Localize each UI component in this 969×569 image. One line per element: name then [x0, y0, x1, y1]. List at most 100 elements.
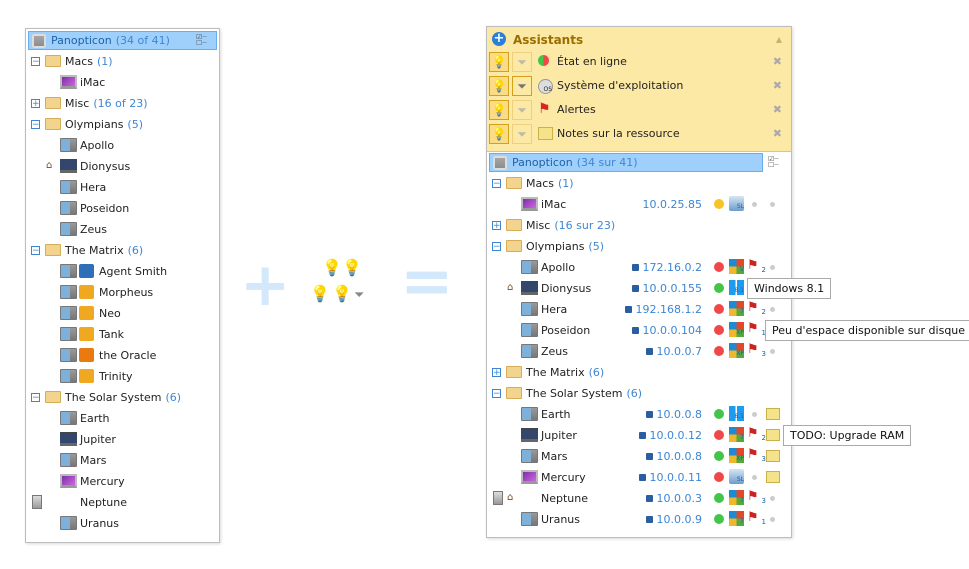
group-node[interactable]: −Olympians(5) — [26, 114, 216, 135]
group-node[interactable]: −Macs(1) — [487, 173, 787, 194]
checklist-icon[interactable]: ☑┈☐┈ — [196, 33, 207, 47]
status-dot[interactable] — [714, 304, 724, 314]
windows-icon[interactable]: 7 — [729, 301, 744, 316]
group-node[interactable]: +The Matrix(6) — [487, 362, 787, 383]
collapse-icon[interactable]: − — [492, 242, 501, 252]
host-node[interactable]: Uranus — [26, 513, 216, 534]
host-node[interactable]: Mercury — [26, 471, 216, 492]
collapse-icon[interactable]: − — [31, 57, 40, 67]
checklist-icon[interactable]: ☑┈☐┈ — [768, 155, 779, 169]
status-dot[interactable] — [714, 346, 724, 356]
group-node[interactable]: −Macs(1) — [26, 51, 216, 72]
windows-icon[interactable]: XP — [729, 322, 744, 337]
host-node[interactable]: Apollo — [26, 135, 216, 156]
remove-assistant-icon[interactable]: ✖ — [772, 103, 782, 116]
alert-flag-icon[interactable]: ⚑3 — [747, 343, 766, 359]
remove-assistant-icon[interactable]: ✖ — [772, 55, 782, 68]
group-node[interactable]: −Olympians(5) — [487, 236, 787, 257]
status-dot[interactable] — [714, 262, 724, 272]
windows-icon[interactable]: 7 — [729, 490, 744, 505]
alert-flag-icon[interactable]: ⚑1 — [747, 322, 766, 338]
filter-toggle-icon[interactable]: ⏷ — [512, 124, 532, 144]
host-node[interactable]: Trinity — [26, 366, 216, 387]
windows-icon[interactable]: 7 — [729, 427, 744, 442]
collapse-icon[interactable]: − — [492, 179, 501, 189]
windows-icon[interactable]: 8.1 — [729, 280, 744, 295]
alert-flag-icon[interactable]: ⚑2 — [747, 301, 766, 317]
alert-flag-icon[interactable]: ⚑3 — [747, 490, 766, 506]
host-node[interactable]: Hera — [26, 177, 216, 198]
lightbulb-toggle-icon[interactable]: 💡 — [489, 100, 509, 120]
alert-flag-icon[interactable]: ⚑1 — [747, 511, 766, 527]
host-node[interactable]: Neptune — [26, 492, 216, 513]
status-dot[interactable] — [714, 493, 724, 503]
windows-icon[interactable]: V — [729, 259, 744, 274]
status-dot[interactable] — [714, 472, 724, 482]
host-node[interactable]: Zeus — [26, 219, 216, 240]
collapse-icon[interactable]: − — [31, 120, 40, 130]
host-node[interactable]: Earth — [26, 408, 216, 429]
windows-icon[interactable]: 7 — [729, 511, 744, 526]
host-node[interactable]: Poseidon — [26, 198, 216, 219]
group-node[interactable]: +Misc(16 of 23) — [26, 93, 216, 114]
expand-icon[interactable]: + — [492, 368, 501, 378]
alert-flag-icon[interactable]: ⚑3 — [747, 448, 766, 464]
host-node[interactable]: Jupiter — [26, 429, 216, 450]
note-icon[interactable] — [766, 429, 780, 441]
alert-flag-icon[interactable]: ⚑2 — [747, 427, 766, 443]
group-node[interactable]: +Misc(16 sur 23) — [487, 215, 787, 236]
filter-toggle-icon[interactable]: ⏷ — [512, 76, 532, 96]
status-dot[interactable] — [714, 325, 724, 335]
filter-toggle-icon[interactable]: ⏷ — [512, 100, 532, 120]
status-dot[interactable] — [714, 409, 724, 419]
collapse-icon[interactable]: ▲ — [775, 35, 782, 44]
host-node[interactable]: Tank — [26, 324, 216, 345]
host-node[interactable]: Neo — [26, 303, 216, 324]
expand-icon[interactable]: + — [492, 221, 501, 231]
note-icon[interactable] — [766, 471, 780, 483]
host-node[interactable]: Morpheus — [26, 282, 216, 303]
host-node[interactable]: Agent Smith — [26, 261, 216, 282]
group-node[interactable]: −The Solar System(6) — [487, 383, 787, 404]
host-node[interactable]: ⌂Dionysus — [26, 156, 216, 177]
status-dot[interactable] — [714, 430, 724, 440]
add-assistant-icon[interactable]: + — [492, 31, 506, 46]
expand-icon[interactable]: + — [31, 99, 40, 109]
host-node[interactable]: the Oracle — [26, 345, 216, 366]
status-dot[interactable] — [714, 283, 724, 293]
group-node[interactable]: −The Matrix(6) — [26, 240, 216, 261]
root-node[interactable]: Panopticon (34 sur 41) — [489, 153, 763, 172]
status-dot[interactable] — [714, 514, 724, 524]
remove-assistant-icon[interactable]: ✖ — [772, 79, 782, 92]
windows-icon[interactable]: XP — [729, 448, 744, 463]
mac-os-icon[interactable]: SL — [729, 196, 744, 211]
collapse-icon[interactable]: − — [31, 393, 40, 403]
windows-icon[interactable]: XP — [729, 343, 744, 358]
filter-toggle-icon[interactable]: ⏷ — [512, 52, 532, 72]
host-node[interactable]: Mars — [26, 450, 216, 471]
remove-assistant-icon[interactable]: ✖ — [772, 127, 782, 140]
root-node[interactable]: Panopticon (34 of 41) — [28, 31, 217, 50]
windows-icon[interactable]: 8.1 — [729, 406, 744, 421]
collapse-icon[interactable]: − — [31, 246, 40, 256]
collapse-icon[interactable]: − — [492, 389, 501, 399]
mac-os-icon[interactable]: SL — [729, 469, 744, 484]
status-dot[interactable] — [714, 451, 724, 461]
note-icon[interactable] — [766, 408, 780, 420]
status-dot[interactable] — [714, 199, 724, 209]
lightbulb-toggle-icon[interactable]: 💡 — [489, 52, 509, 72]
host-node[interactable]: iMac — [26, 72, 216, 93]
lightbulb-toggle-icon[interactable]: 💡 — [489, 124, 509, 144]
